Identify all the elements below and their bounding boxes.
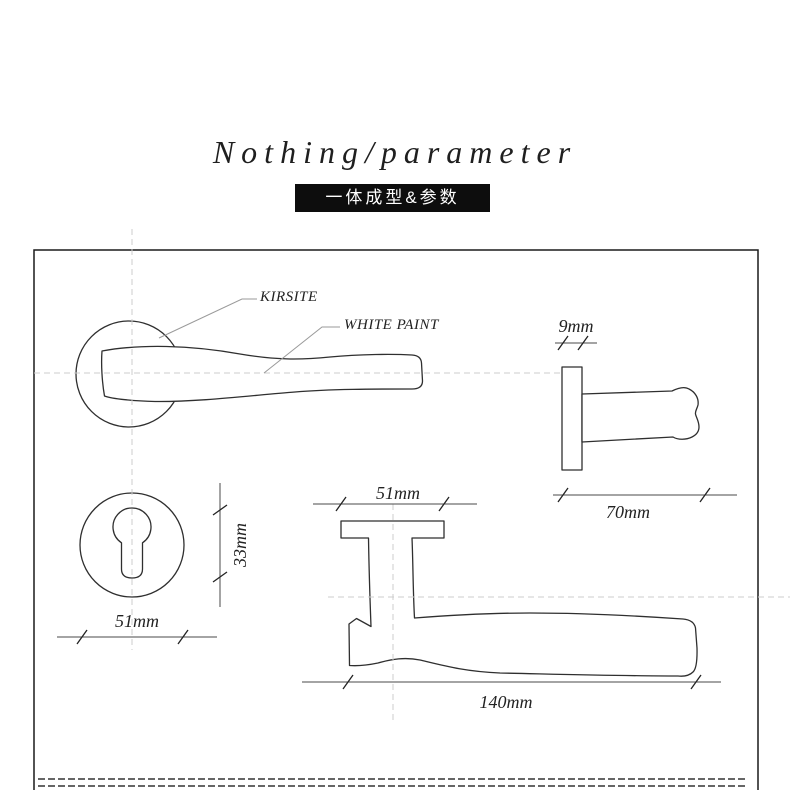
drawing-frame xyxy=(33,249,759,790)
handle-side-outline xyxy=(581,386,700,443)
dim-value-33mm: 33mm xyxy=(230,523,250,568)
dim-tick xyxy=(177,629,189,645)
leader-line-white-paint xyxy=(263,326,340,374)
dimension-33mm: 33mm xyxy=(212,483,250,607)
front-view xyxy=(75,320,424,428)
rose-section xyxy=(561,366,583,471)
dim-tick xyxy=(438,496,450,512)
centerlines xyxy=(34,229,790,722)
dimension-51mm-escutcheon: 51mm xyxy=(57,611,217,645)
dimension-140mm: 140mm xyxy=(302,674,721,712)
dim-tick xyxy=(699,487,711,503)
lever-front-outline xyxy=(100,345,424,403)
subtitle-badge: 一体成型&参数 xyxy=(295,184,490,212)
dim-value-51mm-escutcheon: 51mm xyxy=(115,611,159,631)
dim-tick xyxy=(212,571,228,583)
dim-tick xyxy=(690,674,702,690)
dim-value-70mm: 70mm xyxy=(606,502,650,522)
dim-value-9mm: 9mm xyxy=(559,316,594,336)
finish-label: WHITE PAINT xyxy=(344,317,440,333)
material-callout: KIRSITE xyxy=(158,289,318,339)
side-view xyxy=(561,366,700,471)
dim-tick xyxy=(76,629,88,645)
dim-value-51mm-top: 51mm xyxy=(376,483,420,503)
dim-tick xyxy=(342,674,354,690)
dim-tick xyxy=(557,487,569,503)
dimension-70mm: 70mm xyxy=(553,487,737,522)
dim-tick xyxy=(335,496,347,512)
dim-tick xyxy=(557,335,569,351)
dim-value-140mm: 140mm xyxy=(480,692,533,712)
dimension-9mm: 9mm xyxy=(555,316,597,351)
top-view xyxy=(340,520,698,677)
keyhole-shape xyxy=(112,507,152,579)
page-title: Nothing/parameter xyxy=(212,134,578,170)
dim-tick xyxy=(577,335,589,351)
dimension-51mm-top: 51mm xyxy=(313,483,477,512)
finish-callout: WHITE PAINT xyxy=(263,317,440,374)
leader-line-kirsite xyxy=(158,298,257,339)
material-label: KIRSITE xyxy=(259,289,318,305)
handle-top-outline xyxy=(340,520,698,677)
dim-tick xyxy=(212,504,228,516)
